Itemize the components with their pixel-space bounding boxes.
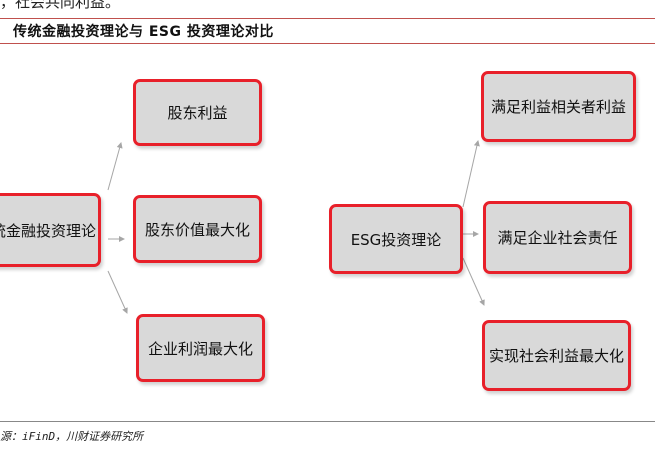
arrow-right-to-target-1: [462, 140, 480, 208]
header-divider: [0, 18, 655, 19]
arrow-left-to-target-3: [107, 270, 128, 314]
source-note: 源：iFinD，川财证券研究所: [0, 430, 144, 443]
stakeholder-interest-box: 满足利益相关者利益: [481, 71, 636, 142]
figure-title: 传统金融投资理论与 ESG 投资理论对比: [13, 24, 274, 40]
title-divider: [0, 43, 655, 44]
arrow-right-to-target-3: [462, 257, 485, 306]
arrow-left-to-target-1: [107, 142, 123, 191]
social-responsibility-box: 满足企业社会责任: [483, 201, 632, 274]
footer-divider: [0, 421, 655, 422]
shareholder-interest-box: 股东利益: [133, 79, 262, 146]
previous-text-fragment: ，社会共同利益。: [0, 0, 121, 11]
esg-theory-box: ESG投资理论: [329, 204, 463, 274]
shareholder-value-box: 股东价值最大化: [133, 195, 262, 263]
profit-max-box: 企业利润最大化: [136, 314, 265, 382]
traditional-theory-box: 统金融投资理论: [0, 193, 101, 267]
social-benefit-box: 实现社会利益最大化: [482, 320, 631, 391]
